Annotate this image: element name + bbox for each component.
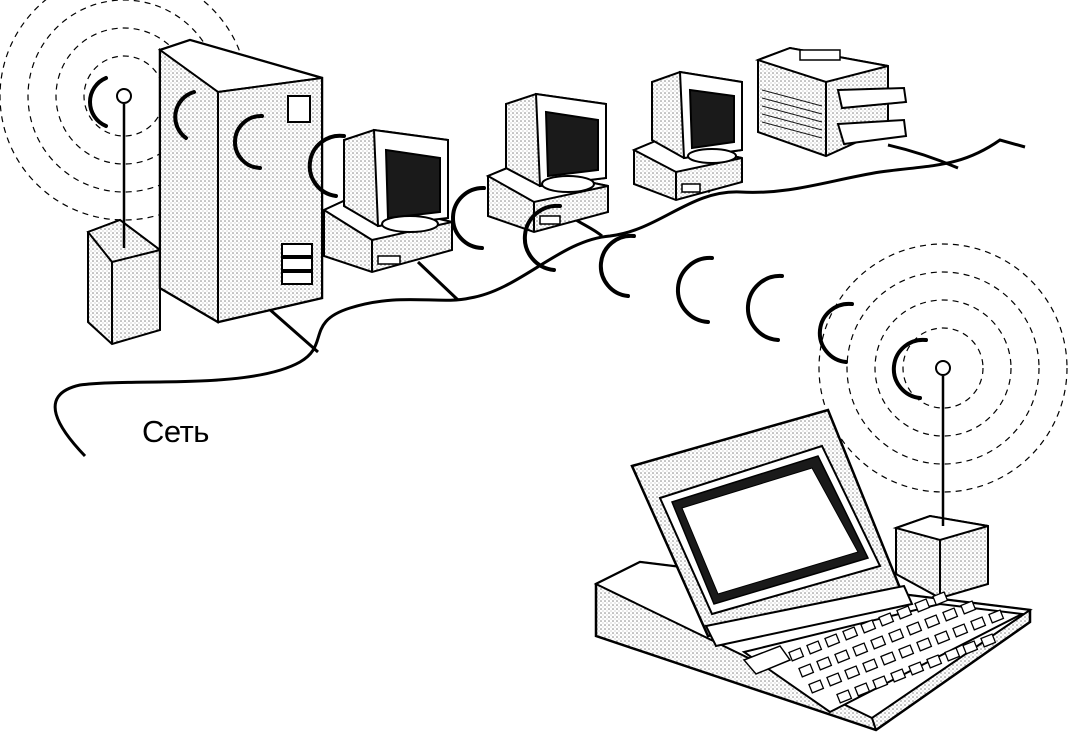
network-cable [53,138,1026,458]
printer-icon [754,46,908,158]
desktop-computer-icon [485,92,609,234]
cable-to-printer [887,143,959,170]
desktop-computer-icon [321,128,453,274]
network-label: Сеть [142,414,209,449]
cable-to-server [267,306,319,354]
radio-wave-arcs [88,76,928,400]
laptop-icon [593,408,1033,732]
antenna-transceiver-icon [892,360,989,600]
cable-to-workstation-1 [416,260,460,302]
server-tower-icon [157,38,324,324]
laptop-radiation-circles [818,243,1068,493]
antenna-transceiver-icon [86,88,163,346]
desktop-computer-icon [631,70,743,202]
